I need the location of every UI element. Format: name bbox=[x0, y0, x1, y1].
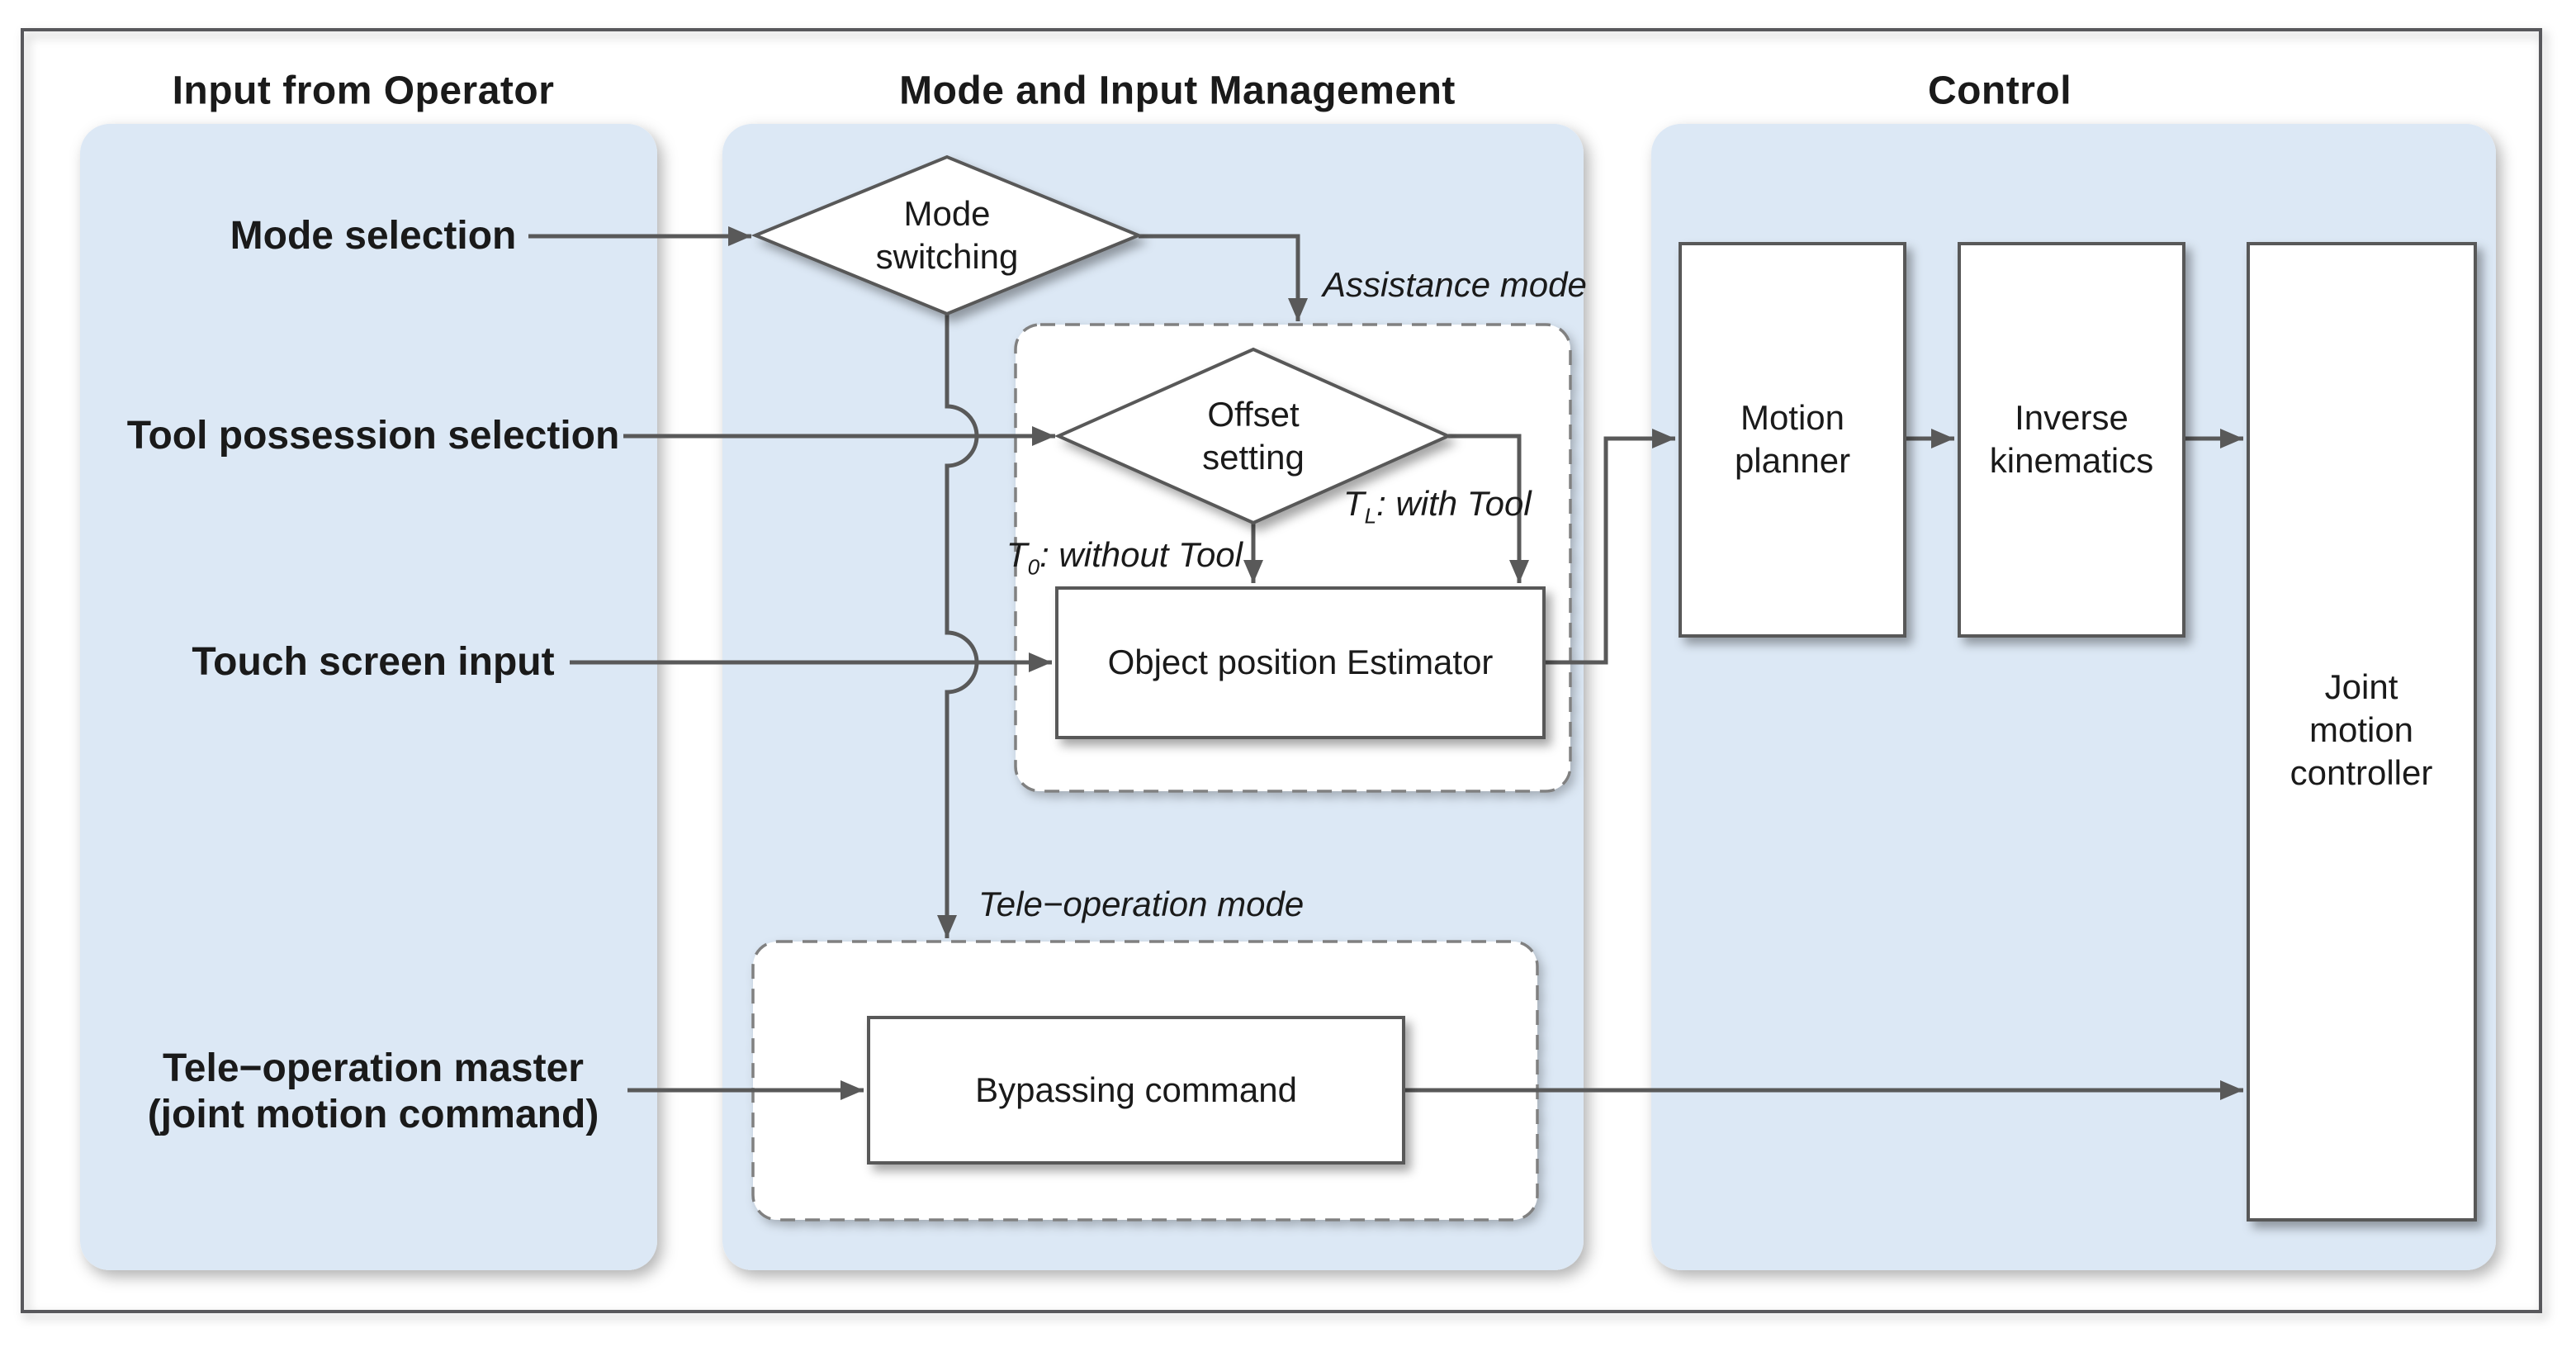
header-mode-and-input-management: Mode and Input Management bbox=[899, 69, 1456, 113]
with-tool-annotation: TL: with Tool bbox=[1343, 484, 1532, 526]
inverse-kinematics-label: Inverse kinematics bbox=[1989, 398, 2154, 480]
offset-setting-diamond bbox=[1054, 347, 1452, 525]
without-tool-annotation: T0: without Tool bbox=[1006, 535, 1243, 577]
arrow-mode-switching-to-assistance-mode bbox=[1139, 234, 1308, 321]
outer-border bbox=[21, 28, 2542, 1313]
offset-setting-label: Offset setting bbox=[1202, 395, 1305, 477]
motion-planner-label: Motion planner bbox=[1734, 398, 1851, 480]
bypassing-command-box bbox=[867, 1016, 1405, 1165]
panel-input-from-operator bbox=[80, 124, 657, 1270]
with-tool-text: : with Tool bbox=[1376, 484, 1532, 523]
arrow-estimator-to-motion-planner bbox=[1544, 429, 1675, 665]
header-control: Control bbox=[1927, 69, 2072, 113]
arrow-mode-switching-to-teleop-mode bbox=[937, 314, 979, 938]
with-tool-symbol: T bbox=[1343, 484, 1365, 523]
joint-motion-controller-box bbox=[2247, 242, 2477, 1222]
object-position-estimator-box bbox=[1055, 586, 1546, 739]
assistance-mode-annotation: Assistance mode bbox=[1323, 265, 1587, 304]
joint-motion-controller-label: Joint motion controller bbox=[2290, 667, 2433, 792]
object-position-estimator-label: Object position Estimator bbox=[1107, 643, 1494, 681]
inverse-kinematics-box bbox=[1958, 242, 2185, 638]
without-tool-subscript: 0 bbox=[1027, 554, 1040, 580]
mode-switching-label: Mode switching bbox=[875, 194, 1019, 276]
motion-planner-box bbox=[1679, 242, 1906, 638]
without-tool-symbol: T bbox=[1006, 535, 1028, 574]
without-tool-text: : without Tool bbox=[1039, 535, 1243, 574]
label-mode-selection: Mode selection bbox=[230, 214, 517, 258]
with-tool-subscript: L bbox=[1364, 503, 1377, 529]
mode-switching-diamond bbox=[751, 154, 1144, 316]
teleop-mode-annotation: Tele−operation mode bbox=[978, 885, 1305, 923]
label-teleop-master: Tele−operation master (joint motion comm… bbox=[147, 1046, 599, 1136]
bypassing-command-label: Bypassing command bbox=[975, 1070, 1297, 1109]
arrow-offset-with-tool-to-estimator bbox=[1448, 434, 1529, 583]
header-input-from-operator: Input from Operator bbox=[172, 69, 555, 113]
label-tool-possession-selection: Tool possession selection bbox=[126, 414, 620, 458]
label-touch-screen-input: Touch screen input bbox=[192, 640, 555, 684]
